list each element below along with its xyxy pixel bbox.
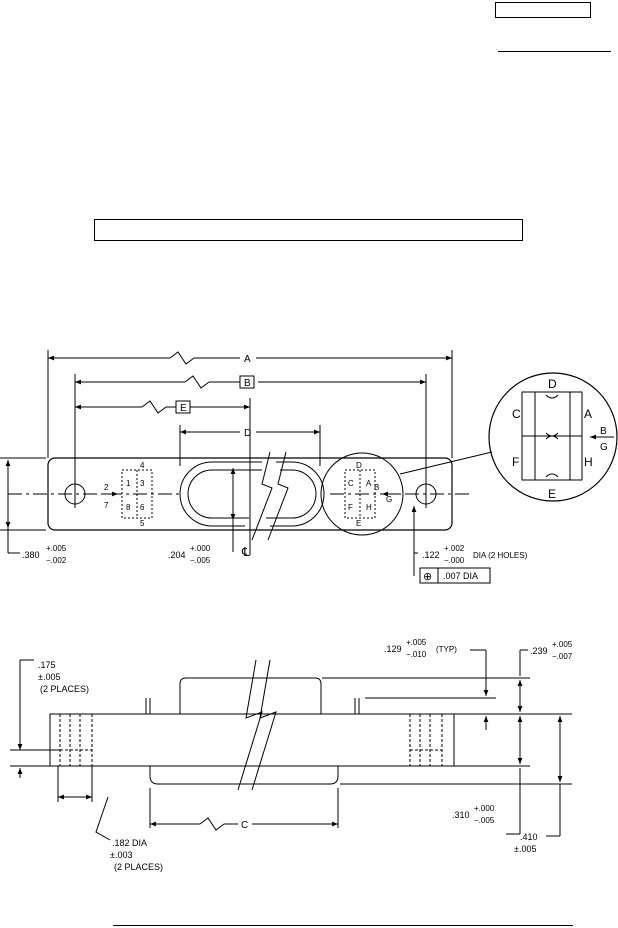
detail-a: A bbox=[584, 407, 592, 421]
d410-line2: ±.005 bbox=[514, 844, 536, 854]
d129-suffix: (TYP) bbox=[436, 645, 457, 654]
tol-122-nominal: .122 bbox=[422, 550, 440, 560]
detail-e: E bbox=[548, 487, 556, 501]
pin-a: A bbox=[366, 479, 372, 488]
pin-d: D bbox=[356, 461, 362, 470]
detail-b: B bbox=[600, 426, 607, 437]
pin-3: 3 bbox=[140, 479, 145, 488]
d175-line1: .175 bbox=[38, 660, 56, 670]
d129-nominal: .129 bbox=[384, 644, 402, 654]
pin-c: C bbox=[348, 479, 354, 488]
d182-line2: ±.003 bbox=[110, 850, 132, 860]
dim-d-label: D bbox=[244, 428, 251, 439]
pin-h: H bbox=[366, 503, 372, 512]
tol-204-plus: +.000 bbox=[190, 544, 211, 553]
d410-line1: .410 bbox=[520, 832, 538, 842]
centerline-symbol: ℄ bbox=[241, 545, 250, 559]
title-box bbox=[94, 219, 523, 241]
d129-minus: −.010 bbox=[406, 650, 427, 659]
pin-5: 5 bbox=[140, 519, 145, 528]
detail-d: D bbox=[548, 377, 557, 391]
header-rule bbox=[498, 51, 611, 52]
detail-g: G bbox=[600, 442, 608, 453]
d239-plus: +.005 bbox=[552, 640, 573, 649]
pin-g: G bbox=[386, 495, 392, 504]
detail-h: H bbox=[584, 455, 593, 469]
detail-f: F bbox=[512, 455, 519, 469]
pin-8: 8 bbox=[126, 503, 131, 512]
detail-c: C bbox=[512, 407, 521, 421]
tol-122-suffix: DIA (2 HOLES) bbox=[473, 551, 528, 560]
footer-rule bbox=[113, 925, 573, 926]
d239-nominal: .239 bbox=[530, 646, 548, 656]
position-symbol-icon: ⊕ bbox=[423, 571, 432, 583]
d182-line3: (2 PLACES) bbox=[114, 862, 163, 872]
pin-1: 1 bbox=[126, 479, 131, 488]
pin-2: 2 bbox=[104, 483, 109, 492]
tol-204-nominal: .204 bbox=[168, 550, 186, 560]
dim-e-label: E bbox=[180, 403, 187, 414]
dim-b-label: B bbox=[244, 378, 251, 389]
d129-plus: +.005 bbox=[406, 638, 427, 647]
pin-b: B bbox=[374, 483, 379, 492]
tol-380-minus: −.002 bbox=[46, 556, 67, 565]
dim-a-label: A bbox=[244, 354, 251, 365]
d310-nominal: .310 bbox=[452, 810, 470, 820]
pin-7: 7 bbox=[104, 501, 109, 510]
d182-line1: .182 DIA bbox=[112, 838, 147, 848]
d310-minus: −.005 bbox=[474, 816, 495, 825]
fcf-value: .007 DIA bbox=[443, 571, 478, 581]
tol-122-minus: −.000 bbox=[444, 556, 465, 565]
tol-380-plus: +.005 bbox=[46, 544, 67, 553]
tol-204-minus: −.005 bbox=[190, 556, 211, 565]
side-dim-c-label: C bbox=[241, 820, 248, 831]
tol-122-plus: +.002 bbox=[444, 544, 465, 553]
d175-line3: (2 PLACES) bbox=[40, 684, 89, 694]
d175-line2: ±.005 bbox=[38, 672, 60, 682]
pin-e: E bbox=[356, 519, 361, 528]
d310-plus: +.000 bbox=[474, 804, 495, 813]
pin-6: 6 bbox=[140, 503, 145, 512]
tol-380-nominal: .380 bbox=[22, 550, 40, 560]
d239-minus: −.007 bbox=[552, 652, 573, 661]
header-box bbox=[495, 2, 591, 18]
pin-4: 4 bbox=[140, 461, 145, 470]
pin-f: F bbox=[348, 503, 353, 512]
